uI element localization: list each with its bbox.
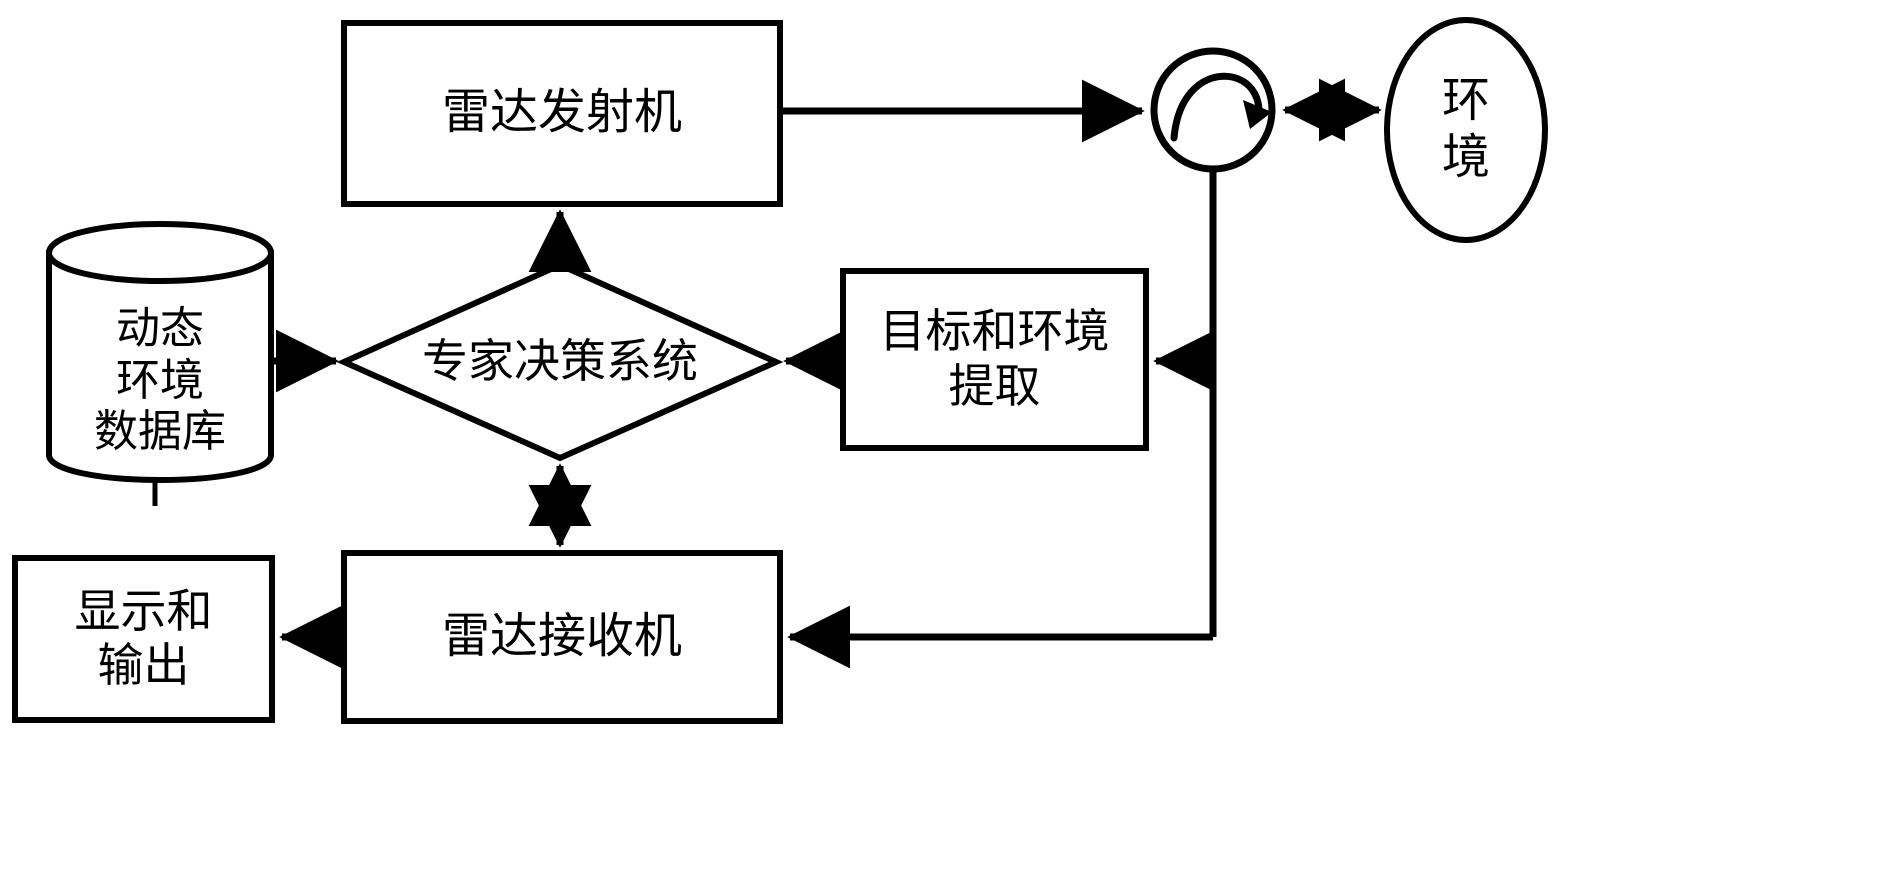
circulator-arrowhead-icon	[1243, 100, 1272, 129]
node-circulator	[1150, 47, 1276, 173]
node-target-environment-extraction	[840, 268, 1149, 451]
circulator-arc-icon	[1170, 72, 1263, 142]
node-display-and-output	[12, 555, 275, 723]
node-expert-decision-system	[336, 261, 784, 462]
node-environment	[1384, 17, 1548, 243]
node-dynamic-environment-database	[45, 220, 275, 506]
node-radar-transmitter	[341, 20, 783, 207]
node-radar-receiver	[341, 550, 783, 724]
